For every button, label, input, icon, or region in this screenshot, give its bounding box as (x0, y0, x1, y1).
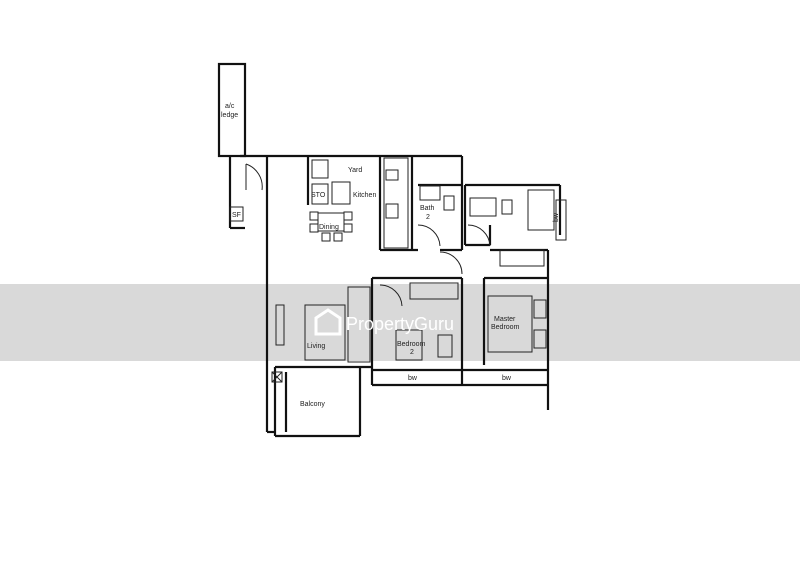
wardrobe-bedroom2 (409, 282, 459, 300)
master-bath-sink (469, 197, 497, 217)
label-sto: STO (311, 192, 326, 199)
room-labels: a/c ledge Yard STO Kitchen Dining SF Bat… (221, 103, 560, 408)
propertyguru-logo-icon (314, 308, 342, 336)
fixtures (229, 157, 567, 383)
stove (311, 159, 329, 179)
label-balcony: Balcony (300, 401, 325, 408)
fridge (331, 181, 351, 205)
label-bath2: Bath (420, 205, 435, 212)
walls (217, 62, 562, 438)
label-bay-window: bw (553, 212, 560, 222)
watermark-text: PropertyGuru (346, 314, 454, 334)
label-kitchen: Kitchen (353, 192, 376, 199)
corridor-door (439, 251, 463, 275)
label-master-bedroom: Bedroom (491, 324, 520, 331)
wardrobe-master (499, 249, 545, 267)
master-bed (487, 295, 533, 353)
dining-table (317, 212, 345, 232)
entrance-door (245, 163, 263, 191)
label-bay-window: bw (502, 375, 512, 382)
bedroom2-desk (395, 329, 423, 361)
label-bath2: 2 (426, 214, 430, 221)
label-bay-window: bw (408, 375, 418, 382)
label-dining: Dining (319, 224, 339, 231)
label-ac-ledge: a/c (225, 103, 235, 110)
label-sf: SF (232, 212, 241, 219)
ac-ledge (217, 62, 247, 158)
label-ac-ledge: ledge (221, 112, 238, 119)
shelter-box (229, 206, 244, 222)
label-living: Living (307, 343, 325, 350)
label-master-bedroom: Master (494, 316, 516, 323)
bedroom2-door (379, 284, 403, 307)
living-sofa (347, 286, 371, 363)
kitchen-counter (383, 157, 409, 249)
bath2-toilet (443, 195, 455, 211)
label-yard: Yard (348, 167, 362, 174)
living-tv (275, 304, 285, 346)
label-bedroom2: Bedroom (397, 341, 426, 348)
label-bedroom2: 2 (410, 349, 414, 356)
